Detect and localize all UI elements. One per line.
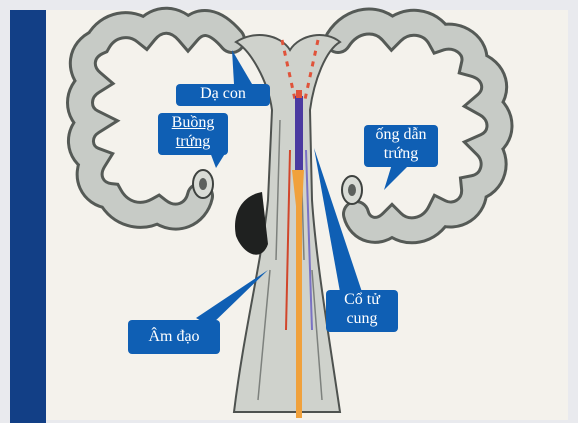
ovary-label-line1: Buồng bbox=[158, 113, 228, 132]
cervix-label-line1: Cổ tử bbox=[326, 290, 398, 309]
vagina-label: Âm đạo bbox=[148, 328, 199, 345]
tube-label-line2: trứng bbox=[364, 144, 438, 163]
vagina-callout: Âm đạo bbox=[128, 320, 220, 354]
tube-callout-pointer bbox=[384, 164, 410, 190]
tube-label-line1: ống dẫn bbox=[364, 125, 438, 144]
ovary-callout: Buồng trứng bbox=[158, 113, 228, 155]
cervix-callout: Cổ tử cung bbox=[326, 290, 398, 332]
uterus-label: Dạ con bbox=[200, 85, 246, 102]
tube-callout: ống dẫn trứng bbox=[364, 125, 438, 167]
uterus-callout: Dạ con bbox=[176, 84, 270, 106]
dark-ligament bbox=[235, 192, 268, 255]
ovary-label-line2: trứng bbox=[158, 132, 228, 151]
cervix-label-line2: cung bbox=[326, 309, 398, 328]
